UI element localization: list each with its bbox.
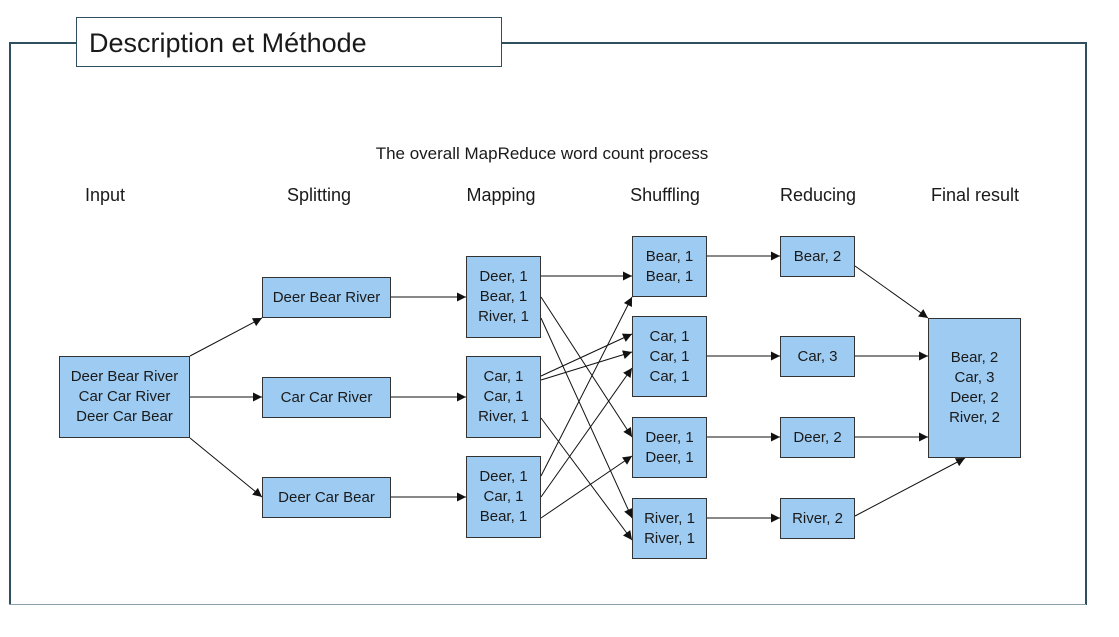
arrow-reduce-to-final-1	[854, 265, 929, 319]
column-label-input: Input	[84, 185, 126, 205]
final-pair: Car, 3	[954, 369, 995, 386]
shuffle-pair: Deer, 1	[645, 428, 694, 446]
reduce-box-bear: Bear, 2	[780, 236, 855, 277]
frame-line-left	[9, 42, 11, 605]
shuffle-box-bear: Bear, 1 Bear, 1	[632, 236, 707, 297]
diagram-caption: The overall MapReduce word count process	[375, 144, 709, 163]
shuffle-box-river: River, 1 River, 1	[632, 498, 707, 559]
shuffle-pair: Bear, 1	[645, 267, 694, 285]
final-pair: Bear, 2	[950, 349, 999, 366]
map-box-3: Deer, 1 Car, 1 Bear, 1	[466, 456, 541, 538]
shuffle-pair: Bear, 1	[645, 247, 694, 265]
map-pair: Car, 1	[483, 388, 524, 405]
reduce-pair: River, 2	[792, 509, 843, 527]
split-box-1: Deer Bear River	[262, 277, 391, 318]
reduce-pair: Car, 3	[797, 347, 838, 365]
shuffle-pair: Car, 1	[649, 367, 690, 385]
frame-line-top-left	[9, 42, 76, 44]
shuffle-pair: Car, 1	[649, 347, 690, 365]
final-pair: River, 2	[949, 409, 1000, 426]
input-line: Deer Car Bear	[76, 408, 173, 425]
reduce-pair: Deer, 2	[793, 428, 842, 446]
split-text: Car Car River	[280, 388, 373, 406]
frame-line-right	[1085, 42, 1087, 605]
arrow-map3-bear	[540, 455, 633, 519]
arrow-input-to-split-3	[189, 437, 263, 498]
arrow-map3-car	[540, 367, 633, 498]
column-label-splitting: Splitting	[286, 185, 352, 205]
arrow-map3-deer	[540, 296, 633, 477]
split-box-3: Deer Car Bear	[262, 477, 391, 518]
map-box-1: Deer, 1 Bear, 1 River, 1	[466, 256, 541, 338]
column-label-shuffling: Shuffling	[630, 185, 700, 205]
frame-line-bottom	[9, 604, 1086, 605]
map-pair: Deer, 1	[479, 268, 528, 285]
input-box: Deer Bear River Car Car River Deer Car B…	[59, 356, 190, 438]
column-label-final-result: Final result	[930, 185, 1020, 205]
shuffle-box-car: Car, 1 Car, 1 Car, 1	[632, 316, 707, 397]
map-box-2: Car, 1 Car, 1 River, 1	[466, 356, 541, 438]
shuffle-pair: Car, 1	[649, 327, 690, 345]
input-line: Deer Bear River	[70, 368, 179, 385]
split-text: Deer Bear River	[272, 288, 381, 306]
frame-line-top-right	[502, 42, 1086, 44]
reduce-pair: Bear, 2	[793, 247, 842, 265]
map-pair: Car, 1	[483, 488, 524, 505]
arrow-map1-river	[540, 317, 633, 519]
shuffle-pair: River, 1	[644, 509, 695, 527]
map-pair: Car, 1	[483, 368, 524, 385]
shuffle-pair: River, 1	[644, 529, 695, 547]
map-pair: River, 1	[478, 308, 529, 325]
map-pair: Deer, 1	[479, 468, 528, 485]
reduce-box-river: River, 2	[780, 498, 855, 539]
arrow-map2-car-a	[540, 333, 633, 377]
arrow-map1-bear	[540, 296, 633, 438]
reduce-box-deer: Deer, 2	[780, 417, 855, 458]
map-pair: Bear, 1	[479, 288, 528, 305]
final-result-box: Bear, 2 Car, 3 Deer, 2 River, 2	[928, 318, 1021, 458]
map-pair: River, 1	[478, 408, 529, 425]
arrow-map2-river	[540, 417, 633, 541]
map-pair: Bear, 1	[479, 508, 528, 525]
column-label-mapping: Mapping	[466, 185, 536, 205]
arrow-input-to-split-1	[189, 317, 263, 357]
split-box-2: Car Car River	[262, 377, 391, 418]
shuffle-box-deer: Deer, 1 Deer, 1	[632, 417, 707, 478]
input-line: Car Car River	[78, 388, 171, 405]
reduce-box-car: Car, 3	[780, 336, 855, 377]
arrow-reduce-to-final-4	[854, 457, 966, 517]
column-label-reducing: Reducing	[779, 185, 857, 205]
split-text: Deer Car Bear	[278, 488, 375, 506]
page-title: Description et Méthode	[76, 17, 502, 67]
final-pair: Deer, 2	[950, 389, 999, 406]
shuffle-pair: Deer, 1	[645, 448, 694, 466]
arrow-map2-car-b	[540, 350, 633, 381]
